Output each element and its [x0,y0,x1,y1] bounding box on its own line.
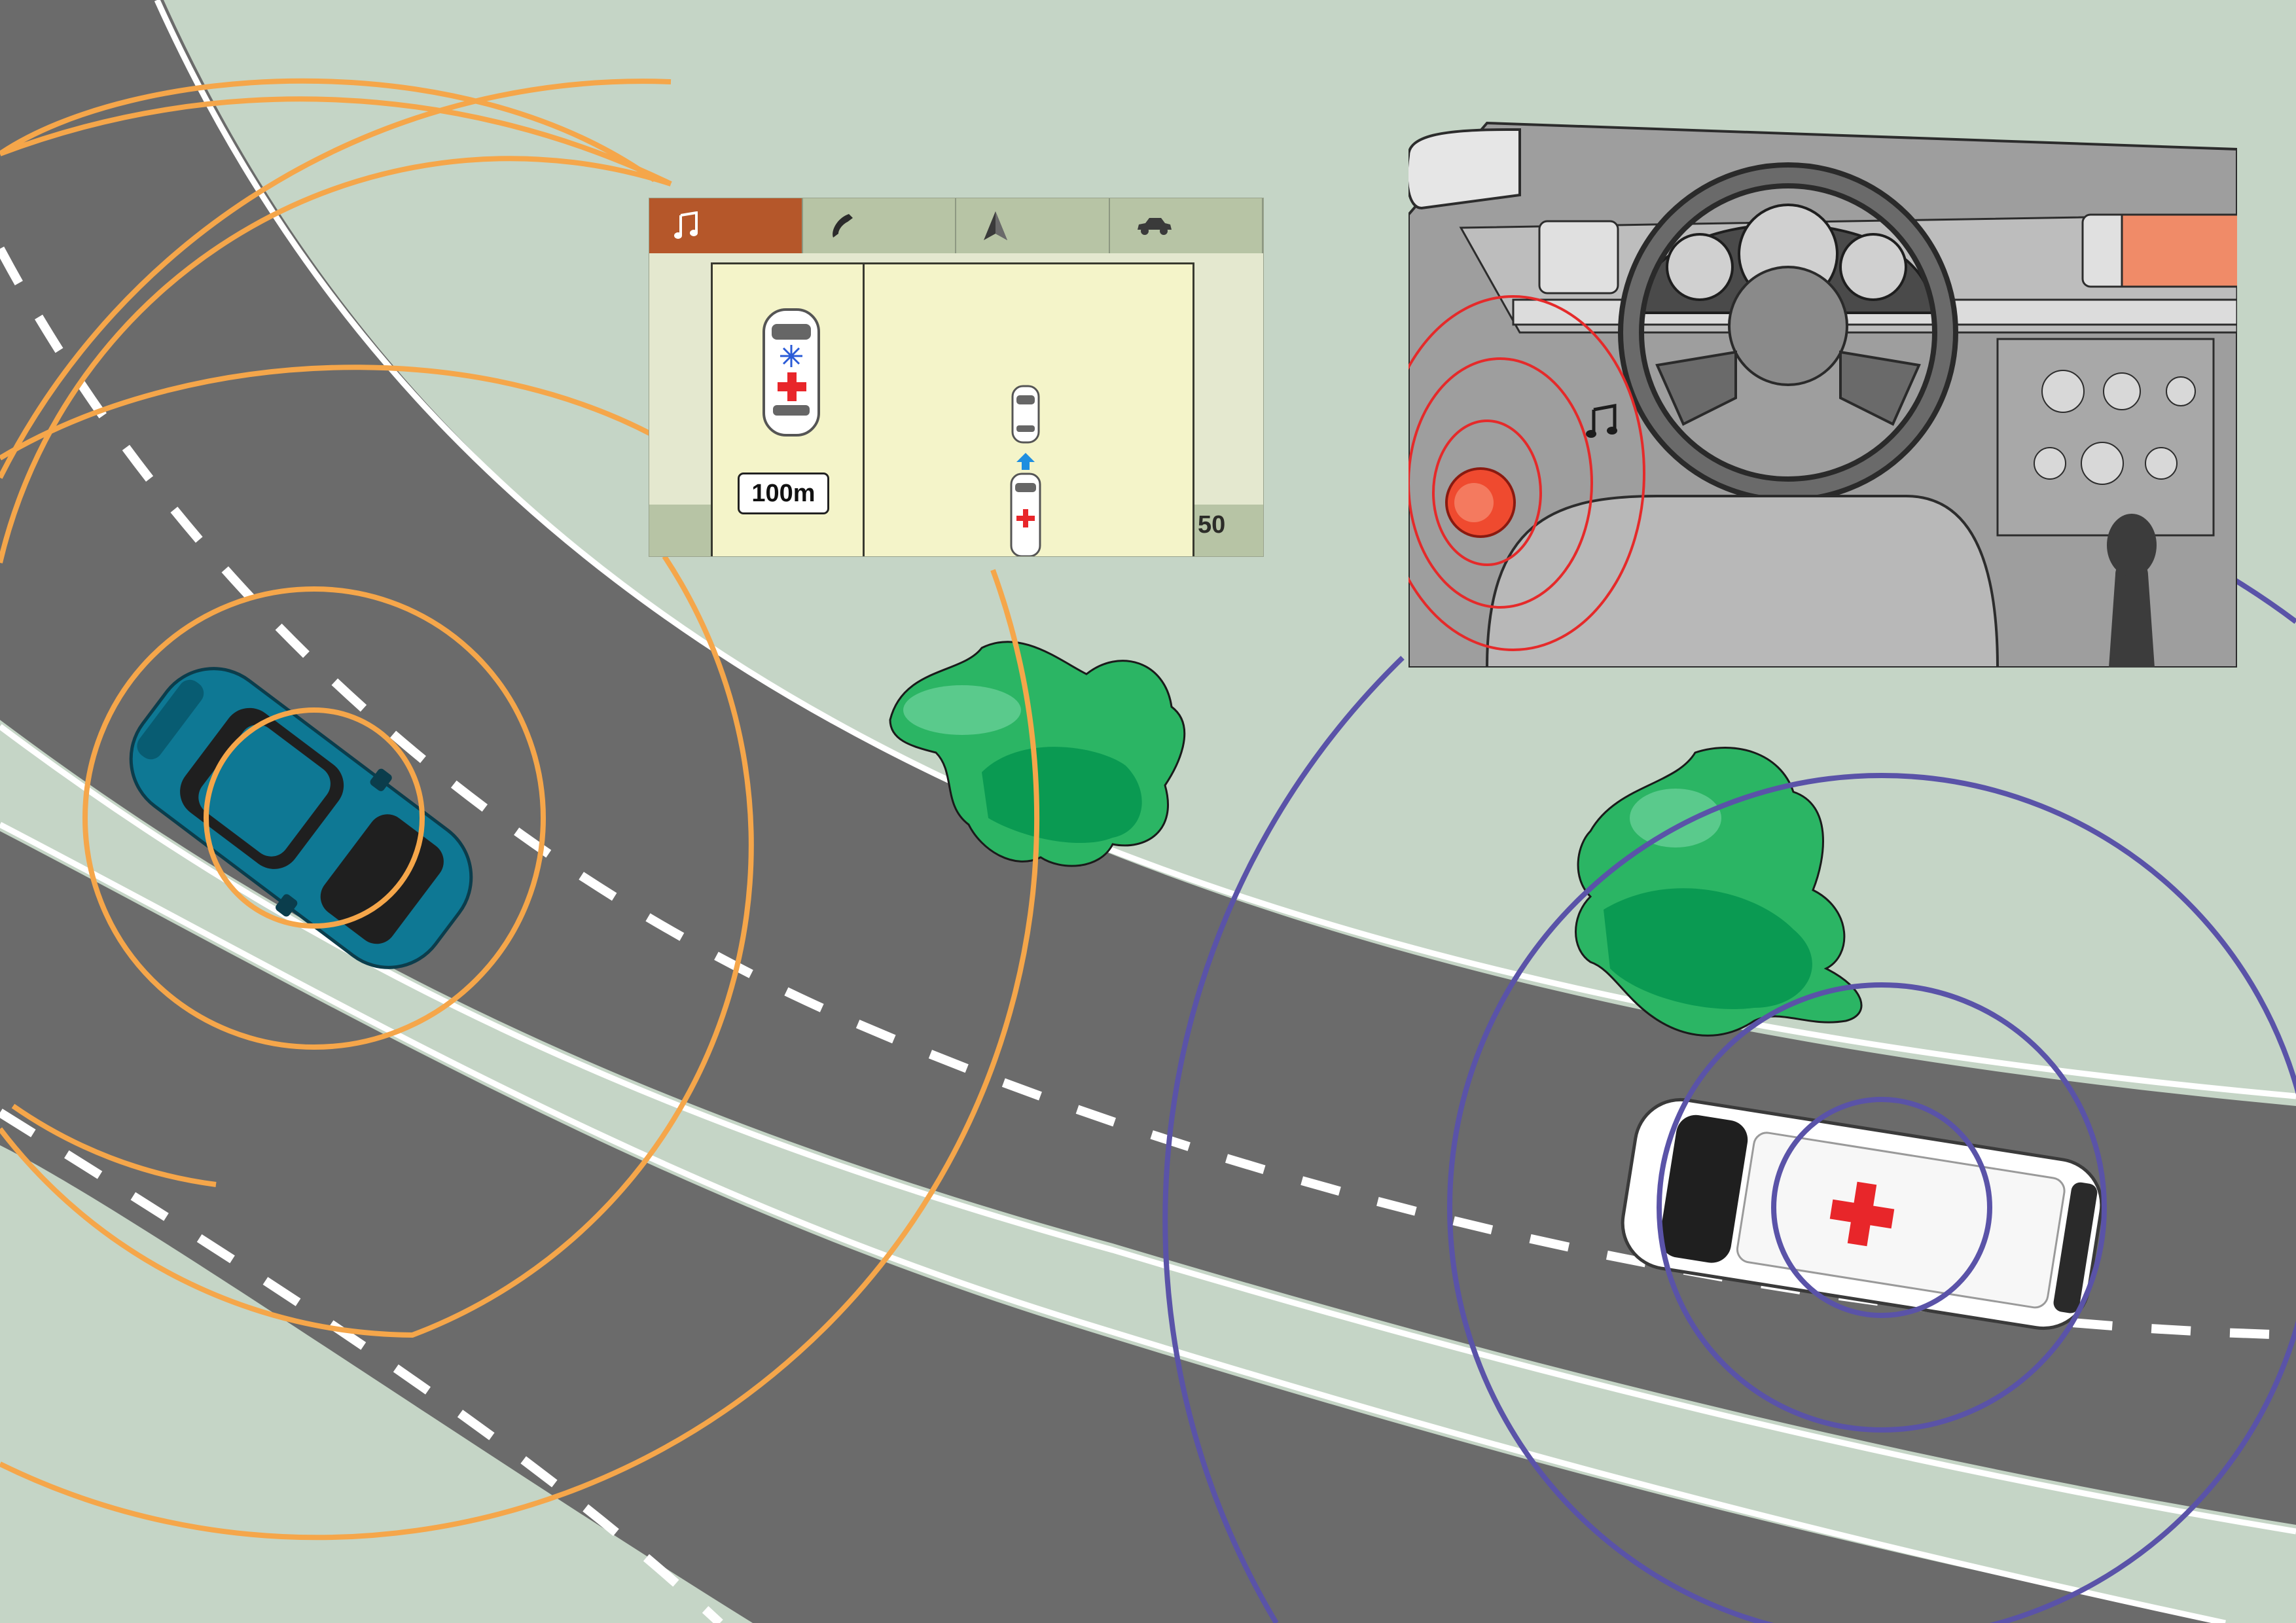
phone-icon [832,214,853,238]
ambulance-vehicle-icon [1010,473,1041,556]
alert-rings [1408,295,1645,651]
distance-badge: 100m [738,473,829,514]
tab-navigation[interactable] [956,198,1110,253]
ambulance-alert-icon [762,308,820,437]
infotainment-display: 100m 50 [649,198,1263,556]
red-cross-icon [1829,1181,1895,1247]
navigation-arrow-icon [984,211,1007,240]
approaching-arrow-icon [1016,453,1035,470]
car-icon [1137,218,1172,235]
private-car [129,667,473,969]
air-vent [1538,220,1619,294]
lane-divider [0,246,2296,1340]
tab-music[interactable] [649,198,803,253]
road-view-panel [863,262,1194,556]
tree [889,641,1186,867]
tab-phone[interactable] [802,198,956,253]
own-vehicle-icon [1011,385,1040,444]
display-tab-bar [649,198,1263,253]
speed-readout: 50 [1198,511,1226,539]
footer-strip [649,505,711,556]
center-screen [2121,213,2237,288]
tree [1575,747,1863,1037]
ambulance [1621,1097,2104,1330]
emergency-waves [1162,555,2296,1623]
alert-button [1445,467,1516,538]
footer-strip [1194,505,1263,556]
tab-vehicle[interactable] [1109,198,1263,253]
center-console [1996,338,2215,537]
music-note-icon [1586,403,1617,438]
median-strip [0,720,2296,1623]
alert-panel: 100m [711,262,865,556]
warning-waves [0,78,1040,1541]
music-note-icon [674,211,698,239]
cockpit-view [1408,116,2237,668]
